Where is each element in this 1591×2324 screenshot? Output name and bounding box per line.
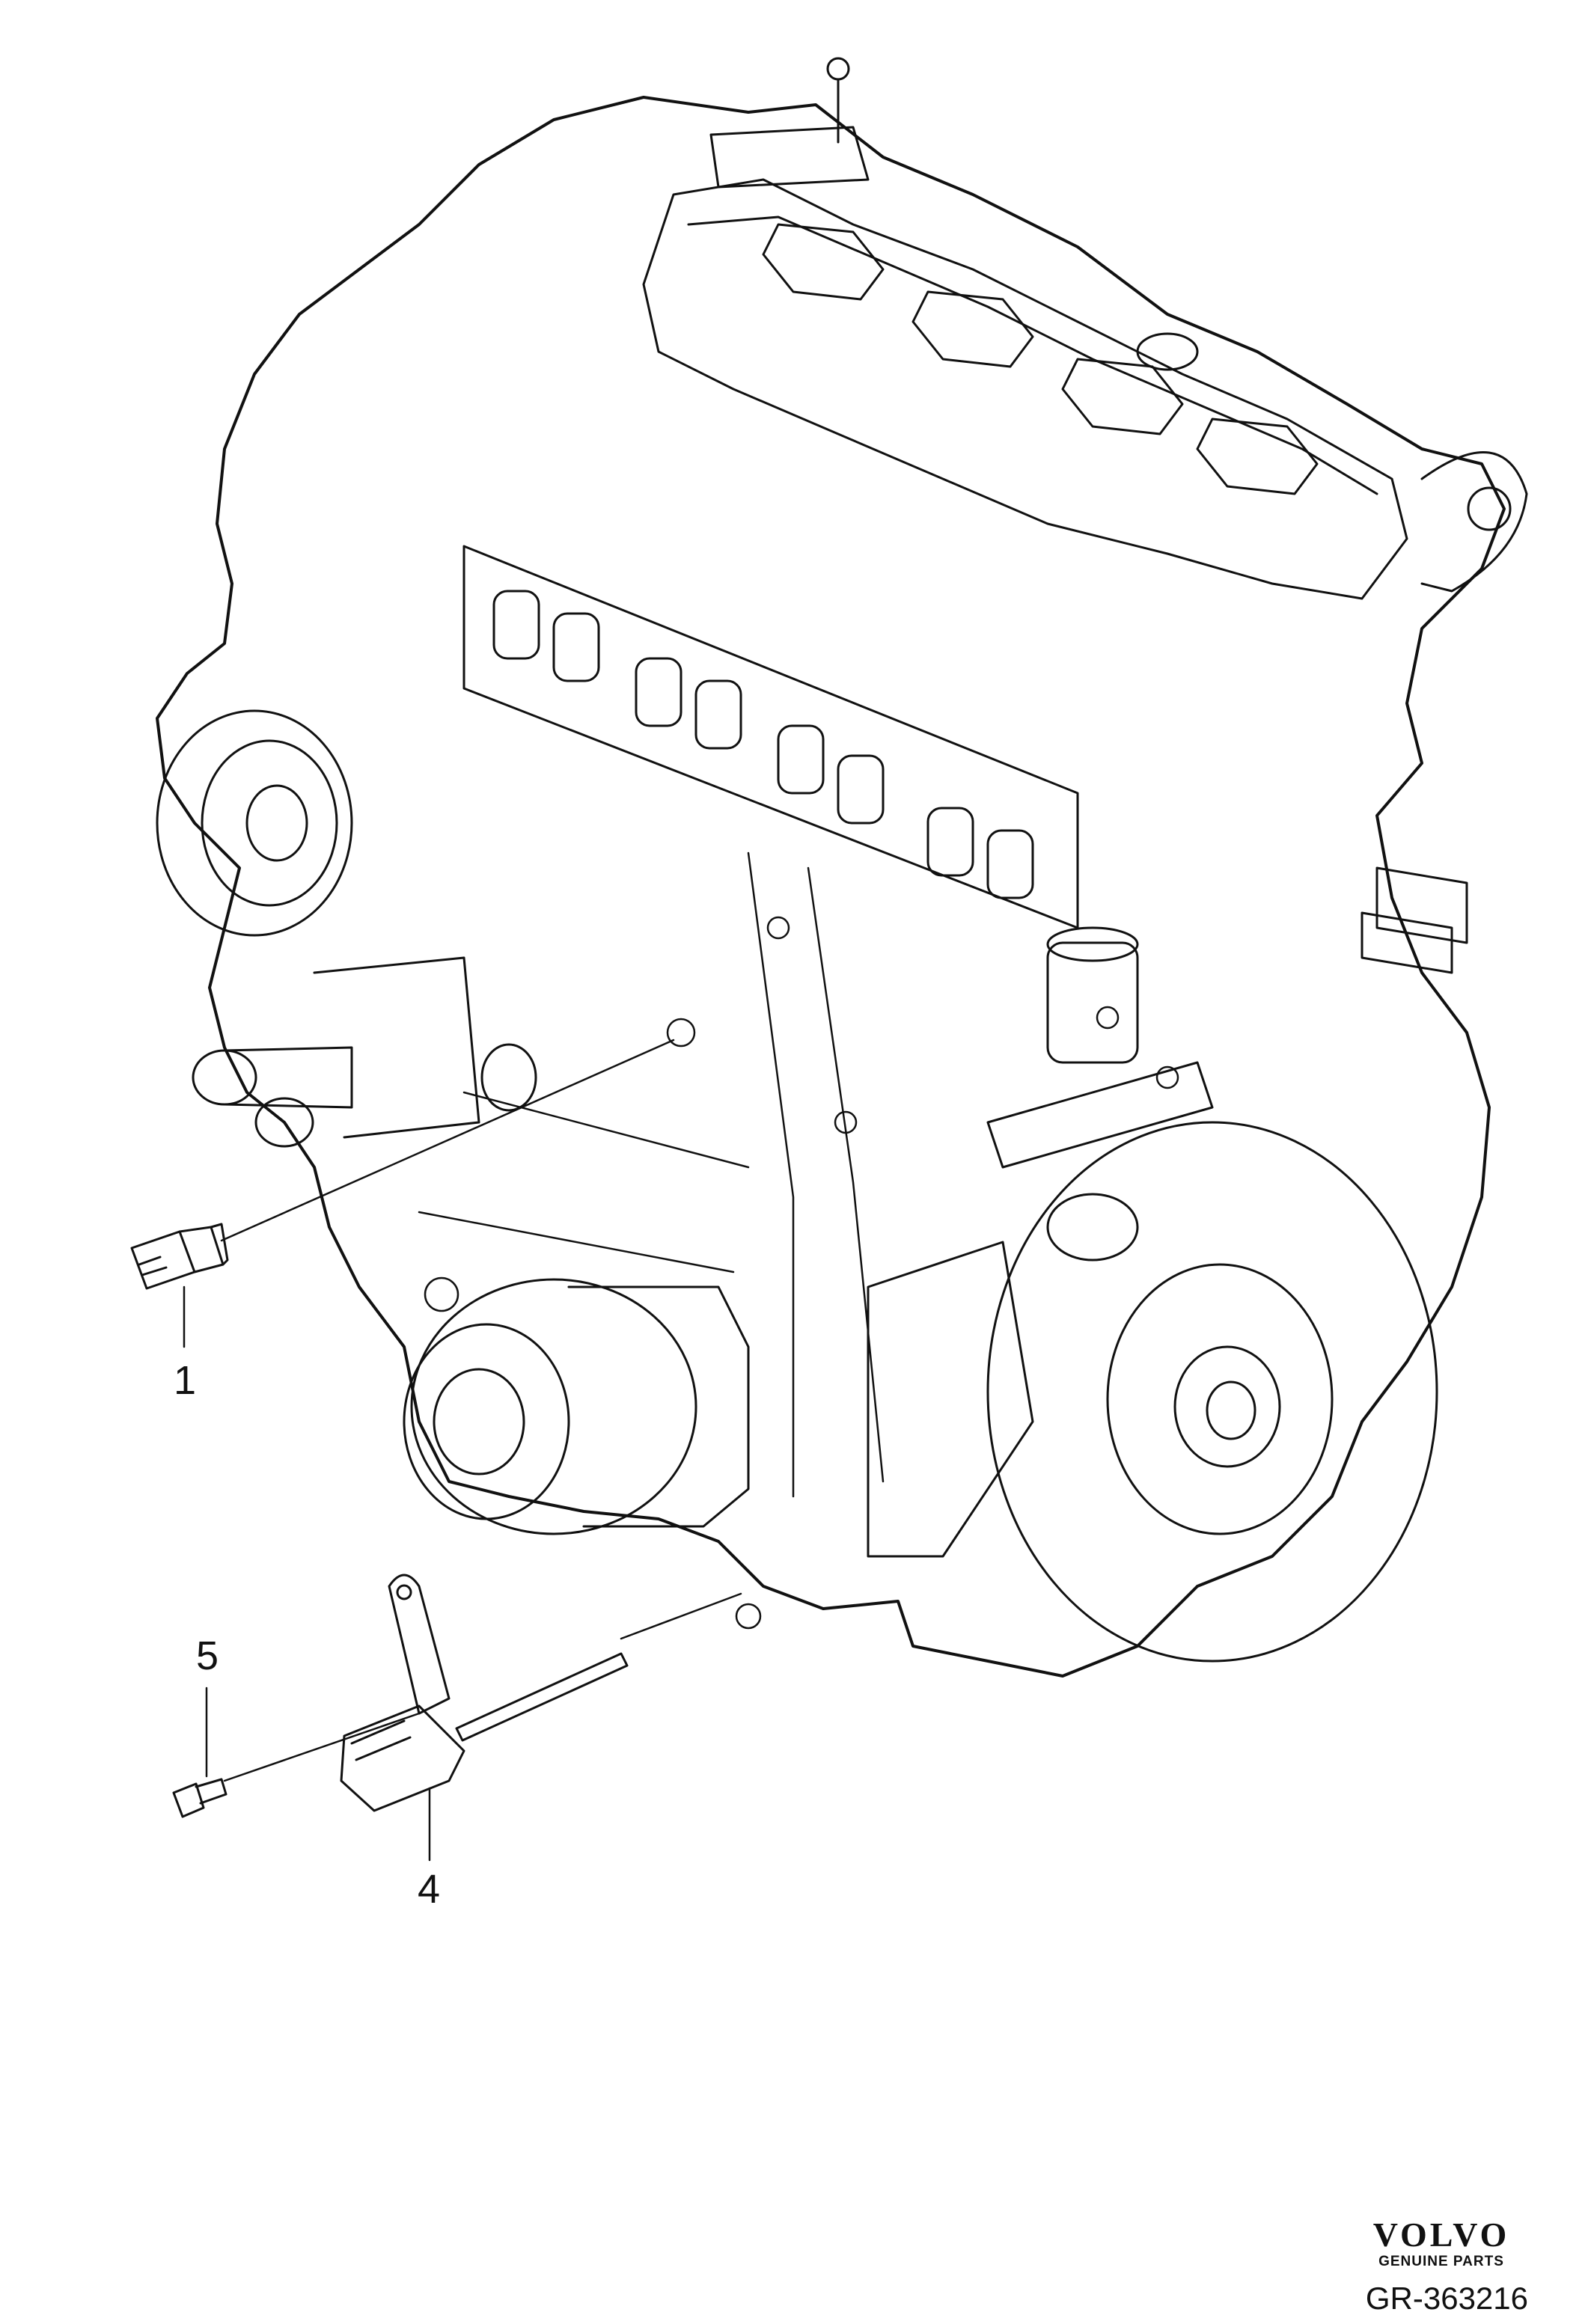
bolt-part — [172, 1687, 421, 1818]
fuel-fitting — [709, 57, 1199, 371]
callout-number-1: 1 — [174, 1358, 197, 1403]
sensor-4-bracket — [388, 1574, 451, 1715]
sensor-1-body — [130, 1230, 196, 1290]
bolt-5-leader — [223, 1712, 421, 1782]
ignition-coils — [762, 223, 1319, 495]
vvt-solenoid — [986, 866, 1468, 1262]
coolant-outlets — [192, 956, 537, 1148]
diagram-reference-code: GR-363216 — [1365, 2281, 1528, 2316]
sensor-1-leader — [220, 1039, 675, 1242]
intake-ports — [492, 590, 1034, 899]
bolt-5-head — [172, 1782, 205, 1818]
pressure-sensor-part — [130, 1039, 675, 1348]
callout-number-5: 5 — [196, 1633, 219, 1678]
position-sensor-part — [340, 1574, 742, 1862]
callout-number-4: 4 — [418, 1867, 441, 1912]
oil-filter — [403, 1278, 750, 1535]
lifting-eye — [1420, 451, 1528, 593]
sensor-4-body — [340, 1704, 465, 1812]
bell-housing — [867, 1121, 1438, 1663]
volvo-logo: VOLVO — [1372, 2216, 1510, 2254]
sensor-4-leader — [620, 1592, 742, 1640]
engine-outline — [156, 96, 1506, 1678]
sensor-4-probe — [455, 1652, 629, 1742]
water-pump-pulley — [156, 709, 353, 937]
genuine-parts-tagline: GENUINE PARTS — [1378, 2254, 1504, 2269]
manifold-flange — [462, 545, 1079, 929]
valve-cover-ridge — [687, 215, 1378, 495]
engine-assembly — [156, 57, 1528, 1678]
valve-cover — [642, 178, 1408, 600]
block-details — [418, 851, 1179, 1630]
